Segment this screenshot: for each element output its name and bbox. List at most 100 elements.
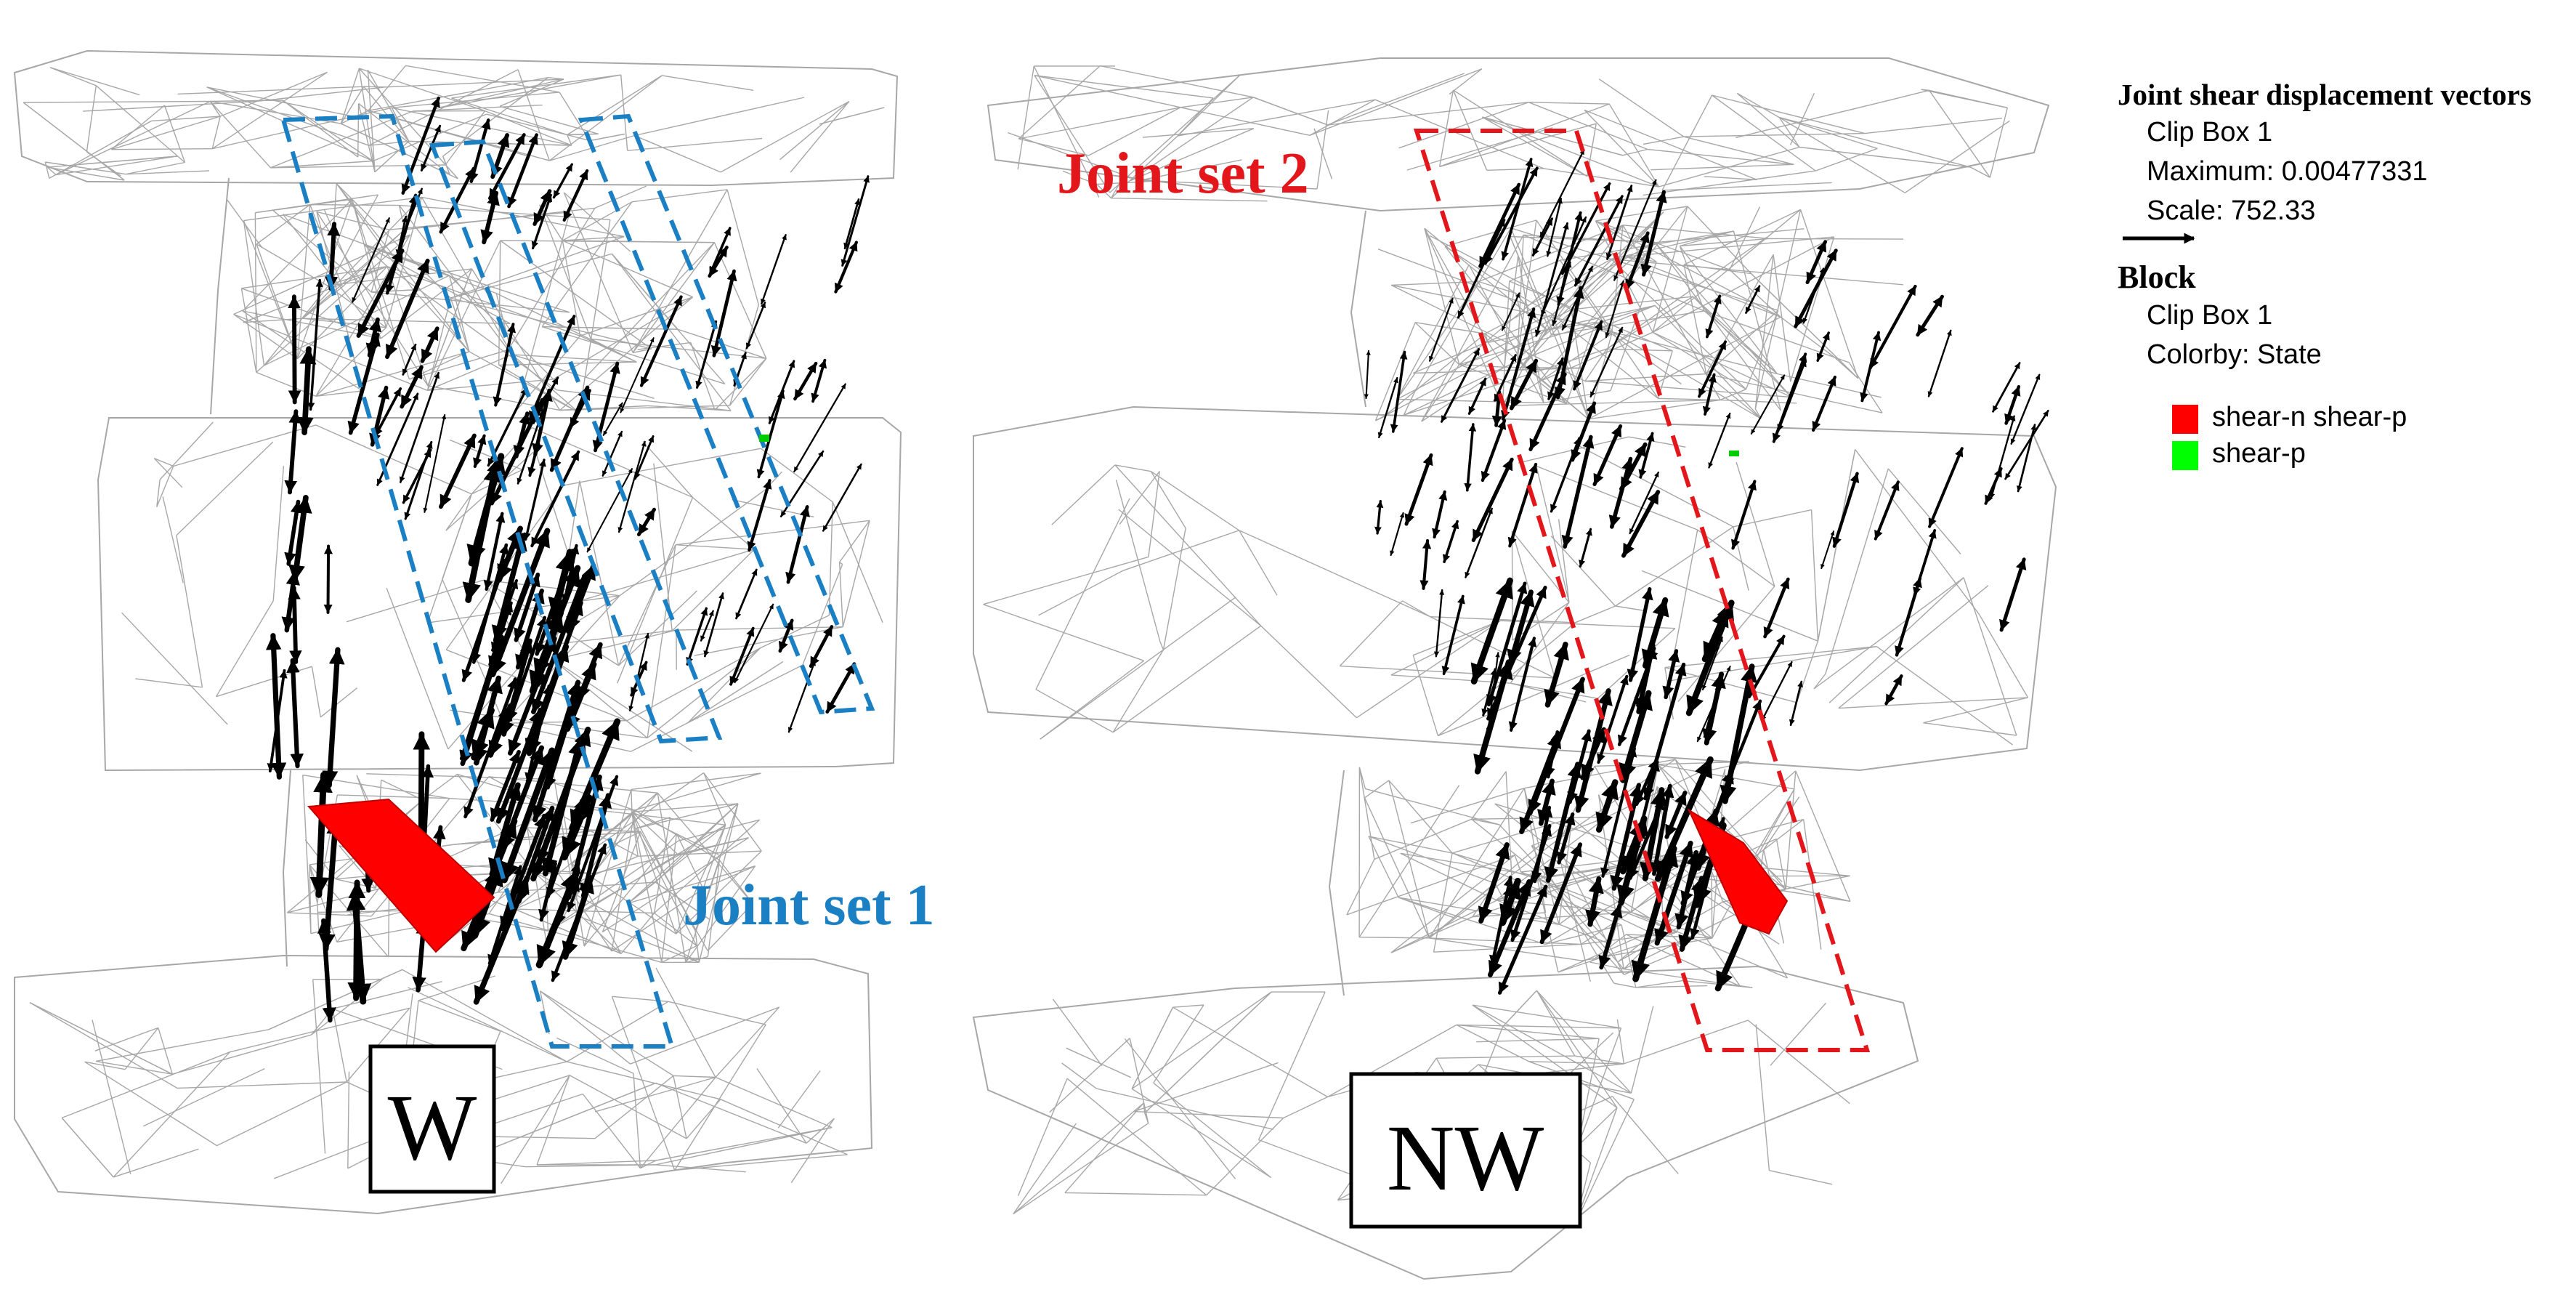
mesh-edge (620, 75, 628, 151)
mesh-edge (163, 105, 186, 163)
displacement-vector (2004, 384, 2021, 425)
displacement-vector (1483, 166, 1539, 265)
mesh-edge (1876, 646, 2013, 746)
nw-waist-outline (1350, 210, 1366, 408)
mesh-edge (1388, 780, 1453, 854)
mesh-edge (1775, 839, 1786, 890)
displacement-vector (473, 875, 530, 1005)
mesh-edge (126, 170, 209, 175)
legend-state-label: shear-p (2212, 438, 2306, 469)
mesh-edge (1598, 78, 1685, 137)
mesh-edge (1472, 1004, 1621, 1029)
mesh-edge (256, 243, 328, 286)
displacement-vector (703, 592, 724, 658)
mesh-edge (254, 212, 257, 373)
displacement-vector (1478, 842, 1510, 924)
mesh-edge (1921, 89, 2008, 108)
displacement-vector (745, 301, 766, 350)
mesh-edge (1064, 1192, 1207, 1196)
mesh-edge (726, 189, 759, 305)
w-middle-block-outline (97, 417, 902, 772)
mesh-edge (296, 204, 311, 359)
mesh-edge (634, 772, 761, 811)
mesh-edge (154, 458, 174, 467)
mesh-edge (135, 678, 203, 688)
displacement-vector (1441, 594, 1465, 676)
displacement-vector (439, 166, 476, 234)
mesh-edge (1049, 1038, 1130, 1113)
displacement-vector (562, 875, 594, 960)
mesh-edge (1339, 600, 1403, 667)
mesh-edge (653, 817, 671, 913)
mesh-edge (143, 1067, 265, 1127)
displacement-vector (1481, 668, 1497, 716)
mesh-edge (162, 496, 184, 584)
legend-swatch-red (2172, 405, 2198, 434)
mesh-edge (1114, 464, 1151, 472)
mesh-edge (1374, 322, 1416, 421)
legend-block-title: Block (2118, 259, 2196, 295)
mesh-edge (1439, 123, 1597, 167)
mesh-edge (82, 156, 178, 165)
mesh-edge (703, 772, 726, 825)
mesh-edge (500, 240, 652, 350)
mesh-edge (332, 1009, 347, 1083)
mesh-edge (240, 288, 257, 373)
displacement-vector (1629, 471, 1659, 535)
joint-set-1-box-b (429, 139, 723, 744)
mesh-edge (1704, 176, 1757, 181)
mesh-edge (1111, 135, 1178, 199)
mesh-edge (445, 493, 472, 531)
displacement-vector (1540, 216, 1587, 317)
mesh-edge (1763, 796, 1800, 850)
mesh-edge (450, 253, 612, 299)
legend-vectors-maximum: Maximum: 0.00477331 (2147, 156, 2428, 187)
nw-top-plate-outline (987, 57, 2050, 212)
displacement-vector (636, 507, 656, 536)
mesh-edge (374, 140, 410, 173)
mesh-edge (471, 268, 561, 411)
mesh-edge (1364, 797, 1430, 939)
displacement-vector (825, 662, 856, 714)
mesh-edge (1111, 198, 1268, 202)
mesh-edge (1172, 1004, 1204, 1008)
mesh-edge (209, 101, 221, 117)
mesh-edge (1358, 767, 1375, 860)
mesh-edge (1799, 146, 1971, 168)
mesh-edge (556, 1037, 634, 1074)
displacement-vector (288, 294, 301, 405)
mesh-edge (159, 421, 214, 480)
mesh-edge (124, 1027, 159, 1070)
mesh-edge (674, 1024, 766, 1171)
mesh-edge (548, 75, 663, 161)
joint-set-1-label: Joint set 1 (683, 873, 935, 937)
displacement-vector (1763, 577, 1790, 639)
displacement-vector (1585, 876, 1604, 927)
mesh-edge (707, 860, 721, 957)
mesh-edge (1064, 1102, 1144, 1193)
displacement-vector (265, 633, 287, 780)
mesh-edge (243, 220, 265, 366)
mesh-edge (1803, 819, 1822, 950)
mesh-edge (86, 85, 97, 152)
mesh-edge (1612, 1096, 1679, 1174)
mesh-edge (1624, 1020, 1749, 1065)
mesh-edge (634, 97, 805, 137)
mesh-edge (1661, 94, 1713, 191)
mesh-edge (1575, 1099, 1635, 1224)
displacement-vector (1561, 435, 1595, 549)
mesh-edge (1424, 228, 1460, 365)
displacement-vector (1708, 412, 1731, 469)
mesh-edge (1647, 148, 1794, 165)
mesh-edge (1616, 1019, 1625, 1065)
mesh-edge (1061, 1062, 1097, 1089)
mesh-edge (1162, 528, 1186, 650)
mesh-edge (340, 68, 360, 124)
mesh-edge (1482, 116, 1588, 177)
displacement-vector (296, 346, 317, 435)
mesh-edge (1575, 1107, 1618, 1224)
mesh-edge (1327, 102, 1529, 126)
mesh-edge (206, 86, 369, 146)
mesh-edge (84, 1061, 217, 1147)
nw-view-label: NW (1387, 1106, 1544, 1211)
